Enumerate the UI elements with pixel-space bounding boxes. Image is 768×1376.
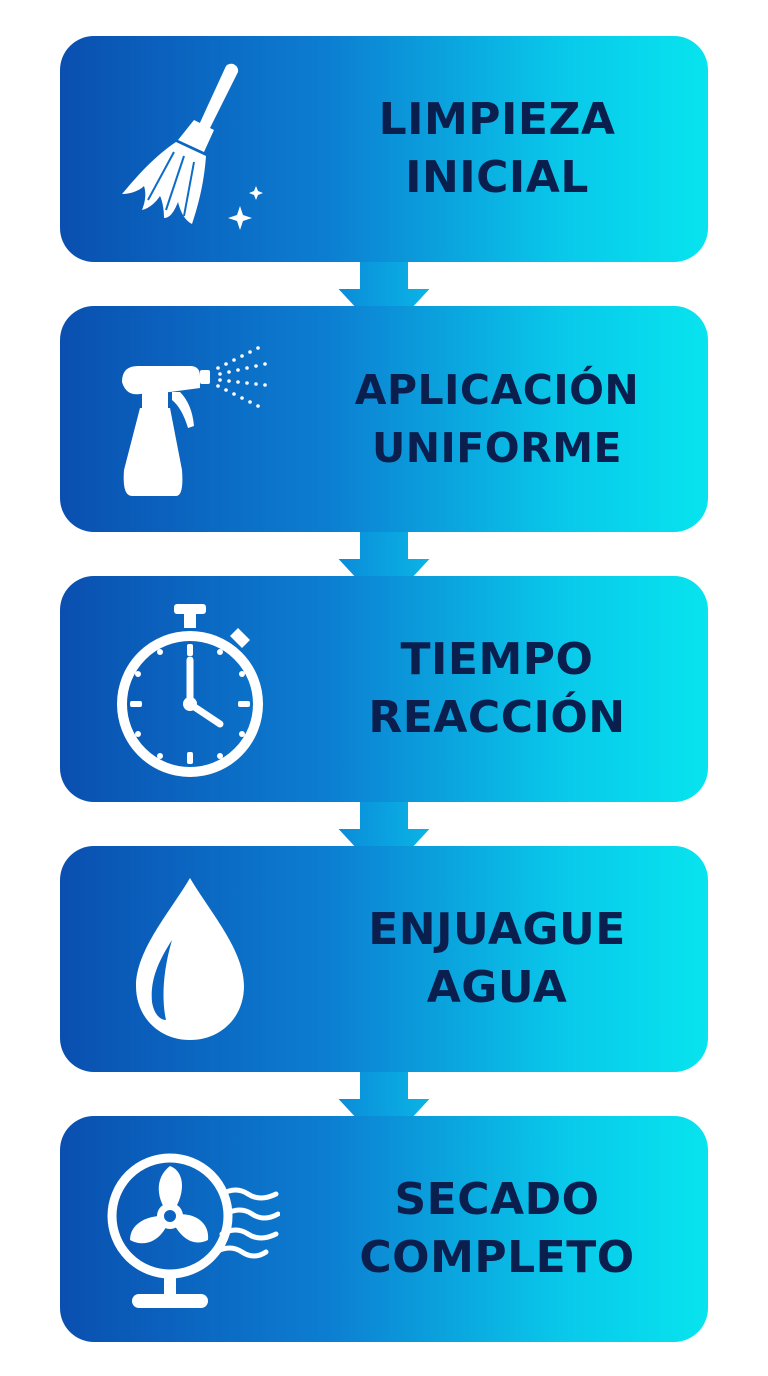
- step-label: LIMPIEZA INICIAL: [300, 36, 694, 262]
- step-label: APLICACIÓN UNIFORME: [300, 306, 694, 532]
- step-tiempo-reaccion: TIEMPO REACCIÓN: [60, 576, 708, 802]
- step-aplicacion-uniforme: APLICACIÓN UNIFORME: [60, 306, 708, 532]
- step-enjuague-agua: ENJUAGUE AGUA: [60, 846, 708, 1072]
- step-label: TIEMPO REACCIÓN: [300, 576, 694, 802]
- spray-bottle-icon: [100, 330, 280, 510]
- step-title-line1: SECADO: [394, 1174, 600, 1225]
- water-drop-icon: [100, 870, 280, 1050]
- step-title-line1: ENJUAGUE: [368, 904, 626, 955]
- step-limpieza-inicial: LIMPIEZA INICIAL: [60, 36, 708, 262]
- step-title-line2: REACCIÓN: [368, 692, 626, 743]
- step-title-line2: UNIFORME: [371, 424, 623, 472]
- step-title-line1: LIMPIEZA: [378, 94, 616, 145]
- step-title-line2: INICIAL: [405, 152, 589, 203]
- broom-icon: [100, 60, 280, 240]
- step-title-line2: AGUA: [426, 962, 568, 1013]
- step-title-line2: COMPLETO: [359, 1232, 635, 1283]
- step-secado-completo: SECADO COMPLETO: [60, 1116, 708, 1342]
- step-label: ENJUAGUE AGUA: [300, 846, 694, 1072]
- stopwatch-icon: [100, 600, 280, 780]
- step-label: SECADO COMPLETO: [300, 1116, 694, 1342]
- fan-icon: [100, 1140, 280, 1320]
- step-title-line1: TIEMPO: [400, 634, 594, 685]
- step-title-line1: APLICACIÓN: [354, 366, 640, 414]
